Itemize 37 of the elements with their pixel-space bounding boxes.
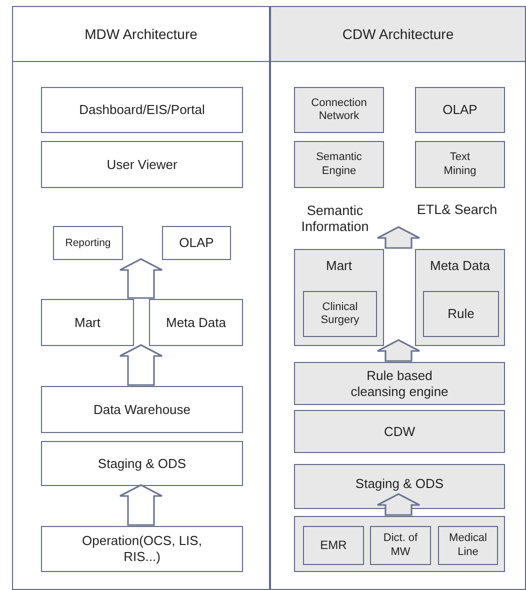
hollow-arrow bbox=[376, 339, 420, 362]
group-box bbox=[415, 249, 505, 346]
category-label: ETL& Search bbox=[409, 199, 505, 221]
layer-box: Clinical Surgery bbox=[303, 291, 377, 337]
hollow-arrow bbox=[119, 484, 163, 526]
layer-box: EMR bbox=[303, 526, 364, 565]
column-panel bbox=[12, 6, 270, 590]
layer-box: CDW bbox=[294, 410, 505, 453]
layer-box: Staging & ODS bbox=[294, 464, 505, 509]
box-title: Mart bbox=[325, 258, 353, 274]
layer-box: Operation(OCS, LIS, RIS...) bbox=[41, 526, 243, 572]
column-panel bbox=[270, 6, 526, 590]
layer-box: Data Warehouse bbox=[41, 386, 243, 433]
hollow-arrow bbox=[376, 226, 420, 249]
layer-box: Semantic Engine bbox=[294, 141, 384, 188]
layer-box: Reporting bbox=[53, 226, 123, 260]
layer-box: Rule bbox=[423, 291, 499, 337]
layer-box: Connection Network bbox=[294, 87, 384, 133]
layer-box: Dashboard/EIS/Portal bbox=[41, 87, 243, 133]
layer-box: User Viewer bbox=[41, 141, 243, 188]
container-box bbox=[294, 516, 505, 572]
layer-box: Text Mining bbox=[415, 141, 505, 188]
hollow-arrow bbox=[376, 493, 420, 516]
hollow-arrow bbox=[119, 258, 163, 299]
layer-box: Rule based cleansing engine bbox=[294, 362, 505, 405]
layer-box: Mart bbox=[41, 299, 134, 346]
box-title: Meta Data bbox=[429, 258, 491, 274]
layer-box: OLAP bbox=[415, 87, 505, 133]
layer-box: OLAP bbox=[162, 226, 231, 260]
category-label: Semantic Information bbox=[289, 199, 381, 239]
layer-box: Staging & ODS bbox=[41, 441, 243, 486]
column-heading: CDW Architecture bbox=[271, 7, 525, 62]
hollow-arrow bbox=[119, 344, 163, 386]
layer-box: Medical Line bbox=[438, 526, 498, 565]
layer-box: Meta Data bbox=[149, 299, 243, 346]
layer-box: Dict. of MW bbox=[370, 526, 431, 565]
group-box bbox=[294, 249, 384, 346]
